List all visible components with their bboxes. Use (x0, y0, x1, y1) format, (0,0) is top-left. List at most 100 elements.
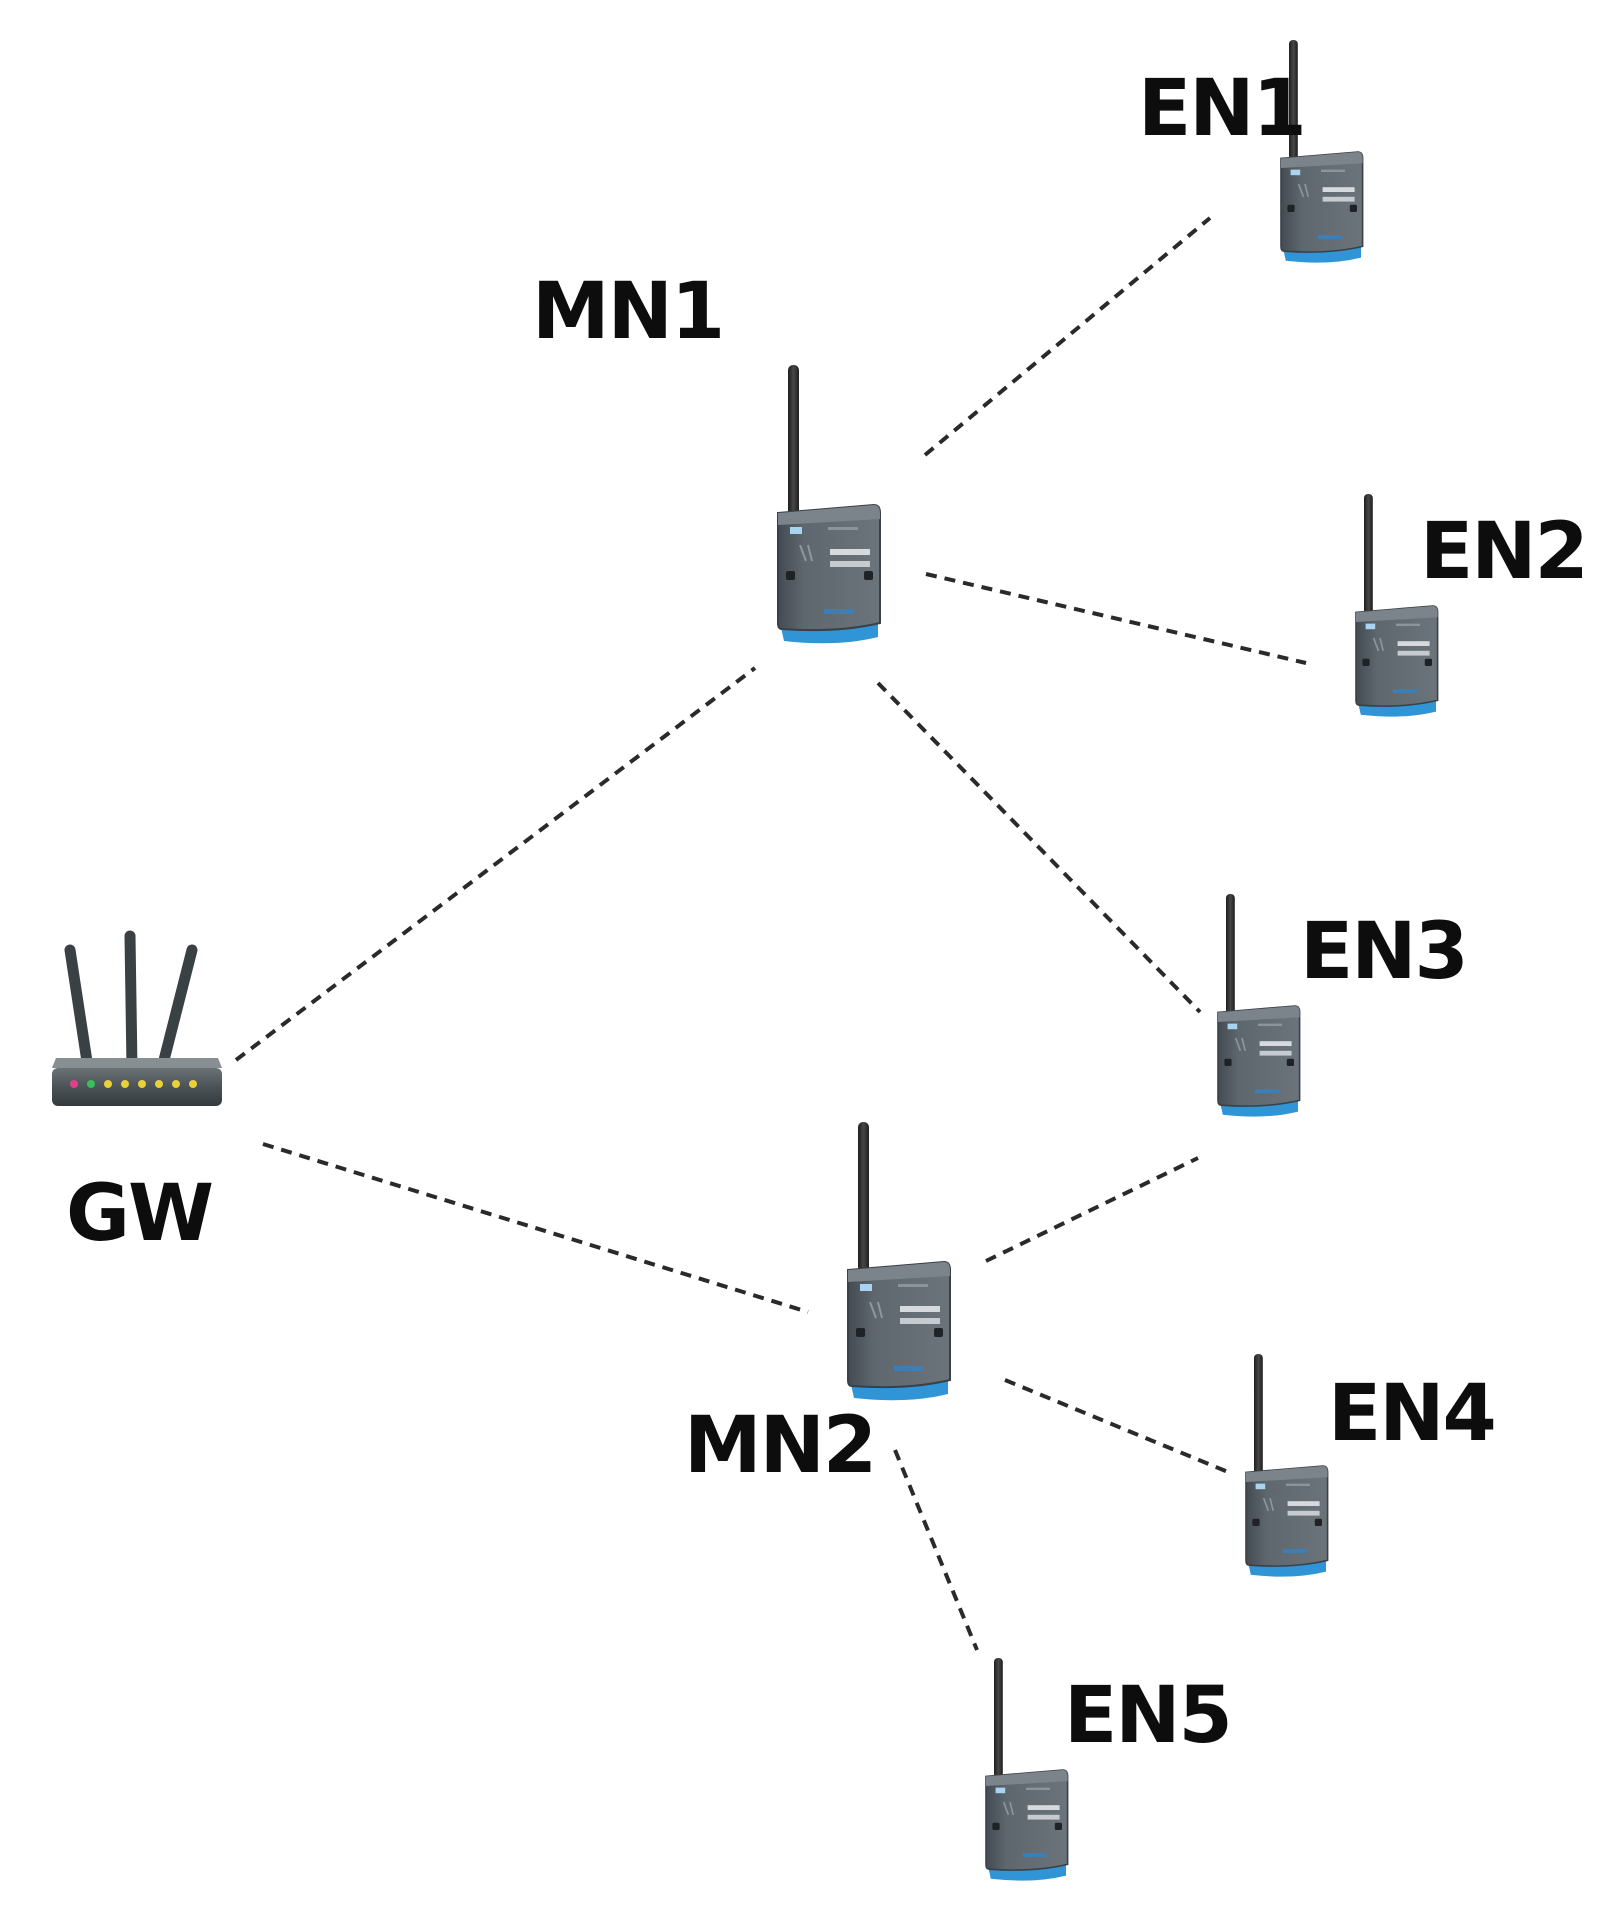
device-brand (1392, 689, 1417, 694)
device-panel (1287, 1501, 1320, 1506)
link-mn1-en2 (925, 572, 1307, 665)
logo-mark (1290, 169, 1301, 176)
device-marking (1297, 183, 1309, 198)
device-panel (1322, 196, 1355, 202)
wireless-sensor-icon (1280, 40, 1364, 263)
router-led (172, 1080, 180, 1088)
wireless-sensor-icon (985, 1658, 1069, 1881)
device-panel (1027, 1814, 1060, 1820)
device-brand (894, 1366, 924, 1371)
device-panel (1287, 1510, 1320, 1516)
device-marking (869, 1301, 883, 1319)
antenna (788, 365, 799, 515)
device-brand (824, 609, 854, 614)
nodes-layer (52, 40, 1439, 1881)
node-label-en5: EN5 (1064, 1671, 1231, 1761)
node-label-en1: EN1 (1138, 64, 1305, 154)
device-brand (1022, 1853, 1047, 1858)
device-panel (1397, 650, 1430, 656)
logo-mark (995, 1787, 1006, 1794)
node-label-mn1: MN1 (532, 267, 723, 357)
logo-mark (1255, 1483, 1266, 1490)
logo-mark (1227, 1023, 1238, 1030)
screw (992, 1822, 1000, 1830)
device-text (1258, 1023, 1282, 1026)
node-label-en3: EN3 (1300, 907, 1467, 997)
logo-mark (860, 1284, 872, 1291)
screw (864, 571, 873, 580)
device-top (1246, 1466, 1328, 1482)
device-panel (1397, 641, 1430, 646)
link-mn2-en3 (985, 1156, 1199, 1263)
link-mn2-en4 (1004, 1378, 1229, 1474)
device-top (1218, 1006, 1300, 1022)
screw (1286, 1058, 1294, 1066)
screw (1224, 1058, 1232, 1066)
device-brand (1254, 1089, 1279, 1094)
screw (1424, 658, 1432, 666)
router-led (189, 1080, 197, 1088)
device-marking (1002, 1801, 1014, 1816)
link-mn1-en3 (876, 681, 1202, 1014)
device-marking (1234, 1037, 1246, 1052)
device-panel (1027, 1805, 1060, 1810)
screw (786, 571, 795, 580)
device-text (1026, 1787, 1050, 1790)
device-panel (1259, 1050, 1292, 1056)
router-led (70, 1080, 78, 1088)
device-marking (1262, 1497, 1274, 1512)
device-panel (1322, 187, 1355, 192)
antenna (1254, 1354, 1263, 1474)
device-panel (1259, 1041, 1292, 1046)
device-panel (830, 561, 870, 567)
device-text (828, 527, 858, 530)
node-label-gw: GW (66, 1169, 212, 1259)
wireless-sensor-icon (1217, 894, 1301, 1117)
router-led (104, 1080, 112, 1088)
wireless-sensor-icon (1355, 494, 1439, 717)
device-top (1356, 606, 1438, 622)
node-label-mn2: MN2 (684, 1401, 875, 1491)
node-label-en2: EN2 (1420, 507, 1587, 597)
links-layer (234, 216, 1307, 1651)
logo-mark (790, 527, 802, 534)
device-marking (799, 544, 813, 562)
logo-mark (1365, 623, 1376, 630)
link-mn1-en1 (923, 216, 1212, 457)
screw (1054, 1822, 1062, 1830)
router-icon (52, 930, 222, 1106)
device-brand (1317, 235, 1342, 240)
device-top (986, 1770, 1068, 1786)
router-antenna (64, 944, 94, 1074)
link-mn2-en5 (893, 1449, 979, 1651)
router-led (155, 1080, 163, 1088)
wireless-sensor-icon (1245, 1354, 1329, 1577)
device-panel (900, 1306, 940, 1312)
antenna (1364, 494, 1373, 614)
link-gw-mn2 (262, 1142, 809, 1314)
link-gw-mn1 (234, 666, 757, 1062)
router-body (52, 1068, 222, 1106)
antenna (994, 1658, 1003, 1778)
router-led (138, 1080, 146, 1088)
screw (856, 1328, 865, 1337)
node-label-en4: EN4 (1328, 1369, 1495, 1459)
screw (1252, 1518, 1260, 1526)
router-antenna (156, 944, 198, 1074)
device-text (1286, 1483, 1310, 1486)
screw (1314, 1518, 1322, 1526)
device-panel (830, 549, 870, 555)
antenna (858, 1122, 869, 1272)
device-text (898, 1284, 928, 1287)
device-top (1281, 152, 1363, 168)
device-brand (1282, 1549, 1307, 1554)
screw (1362, 658, 1370, 666)
antenna (1289, 40, 1298, 160)
router-top (52, 1058, 222, 1068)
router-antenna (124, 930, 138, 1074)
device-text (1321, 169, 1345, 172)
router-led (87, 1080, 95, 1088)
screw (934, 1328, 943, 1337)
